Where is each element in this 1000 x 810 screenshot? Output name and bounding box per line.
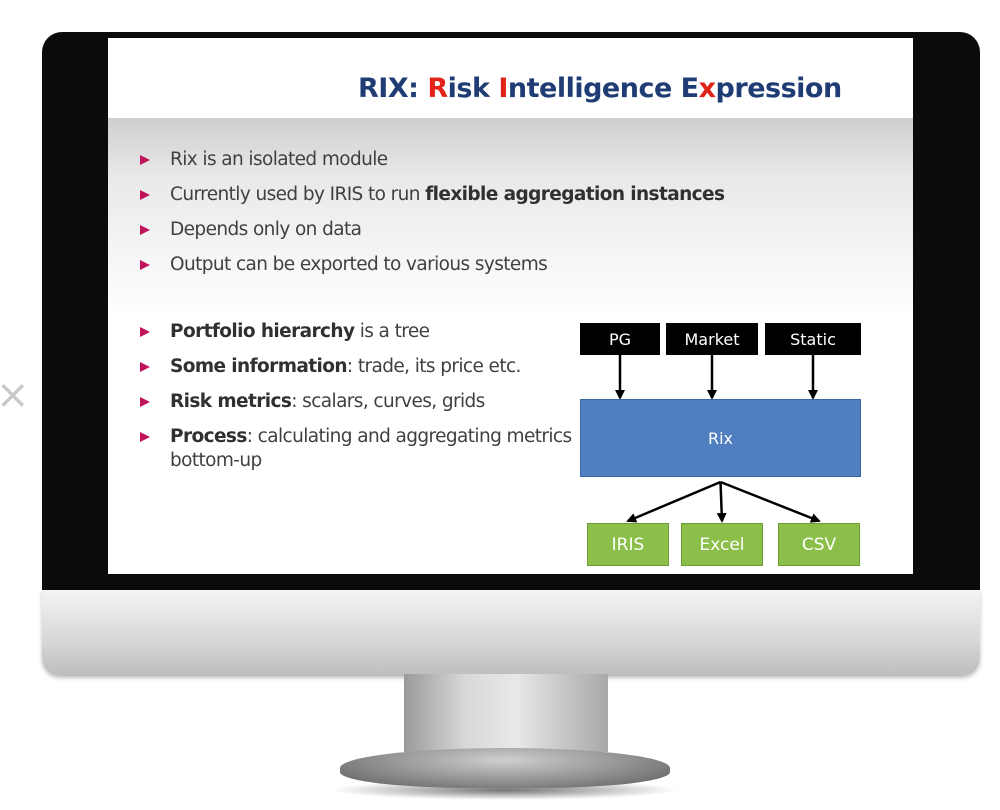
rix-core-box: Rix bbox=[580, 399, 861, 477]
bullet-text: Currently used by IRIS to run bbox=[170, 184, 426, 205]
bullet-item: Output can be exported to various system… bbox=[138, 253, 778, 277]
bullet-item: Risk metrics: scalars, curves, grids bbox=[138, 390, 578, 414]
slide-screen: RIX: Risk Intelligence Expression Rix is… bbox=[108, 38, 913, 574]
title-text-segment: ntelligence E bbox=[507, 73, 699, 104]
output-box-csv: CSV bbox=[778, 523, 860, 566]
bullet-text: : trade, its price etc. bbox=[346, 356, 522, 377]
bullet-bold-text: Some information bbox=[170, 356, 348, 377]
title-band: RIX: Risk Intelligence Expression bbox=[108, 38, 913, 118]
triangle-right-icon bbox=[140, 397, 150, 407]
title-text-segment: pression bbox=[715, 73, 843, 104]
triangle-right-icon bbox=[140, 225, 150, 235]
bullet-bold-text: flexible aggregation instances bbox=[425, 184, 725, 205]
input-box-market: Market bbox=[666, 323, 758, 355]
output-box-excel: Excel bbox=[681, 523, 763, 566]
bullet-item: Depends only on data bbox=[138, 218, 778, 242]
bullet-text: is a tree bbox=[354, 321, 430, 342]
bullet-item: Rix is an isolated module bbox=[138, 148, 778, 172]
title-highlight-letter: I bbox=[498, 73, 508, 104]
bullet-bold-text: Risk metrics bbox=[170, 391, 292, 412]
triangle-right-icon bbox=[140, 155, 150, 165]
bullet-text: Rix is an isolated module bbox=[170, 149, 388, 170]
slide-title: RIX: Risk Intelligence Expression bbox=[358, 73, 842, 104]
bullet-text: Depends only on data bbox=[170, 219, 362, 240]
triangle-right-icon bbox=[140, 260, 150, 270]
output-box-iris: IRIS bbox=[587, 523, 669, 566]
input-box-static: Static bbox=[765, 323, 861, 355]
edge-rix-to-excel bbox=[716, 481, 727, 523]
title-highlight-letter: x bbox=[698, 73, 716, 104]
rix-flow-diagram: PG Market Static Rix IRIS Excel CSV bbox=[108, 38, 913, 574]
edge-rix-to-csv bbox=[720, 480, 821, 523]
title-highlight-letter: R bbox=[427, 73, 448, 104]
bullet-text: Output can be exported to various system… bbox=[170, 254, 548, 275]
monitor-chin bbox=[42, 590, 980, 676]
input-box-pg: PG bbox=[580, 323, 660, 355]
triangle-right-icon bbox=[140, 190, 150, 200]
triangle-right-icon bbox=[140, 362, 150, 372]
bullet-item: Some information: trade, its price etc. bbox=[138, 355, 578, 379]
edge-rix-to-iris bbox=[626, 480, 721, 523]
background-glyph: × bbox=[0, 372, 30, 418]
title-text-segment: isk bbox=[447, 73, 499, 104]
bullet-item: Currently used by IRIS to run flexible a… bbox=[138, 183, 778, 207]
triangle-right-icon bbox=[140, 327, 150, 337]
bullet-text: : scalars, curves, grids bbox=[291, 391, 485, 412]
bullet-bold-text: Portfolio hierarchy bbox=[170, 321, 355, 342]
monitor-stand-foot bbox=[340, 748, 670, 788]
bullet-bold-text: Process bbox=[170, 426, 247, 447]
triangle-right-icon bbox=[140, 432, 150, 442]
bullet-item: Process: calculating and aggregating met… bbox=[138, 425, 578, 473]
monitor-stand-neck bbox=[404, 674, 608, 752]
title-text-segment: RIX: bbox=[358, 73, 428, 104]
bullet-item: Portfolio hierarchy is a tree bbox=[138, 320, 578, 344]
diagram-connectors bbox=[615, 355, 821, 523]
bullet-text: : calculating and aggregating metrics bo… bbox=[170, 426, 572, 471]
